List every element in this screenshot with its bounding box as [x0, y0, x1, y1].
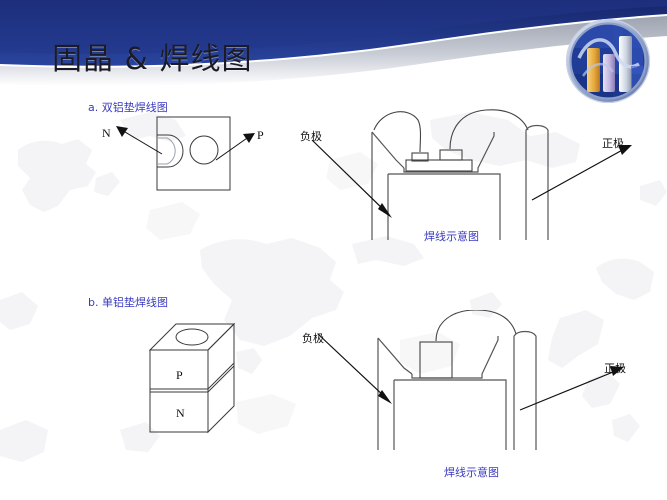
label-top-right-positive: 正极: [602, 137, 624, 150]
diagram-dual-pad-top-view: [116, 116, 255, 191]
page-title: 固晶 & 焊线图: [52, 42, 253, 77]
caption-top-left: a. 双铝垫焊线图: [88, 101, 168, 114]
caption-top-right: 焊线示意图: [424, 230, 479, 243]
label-top-right-negative: 负极: [300, 130, 322, 143]
diagram-single-pad-isometric: [148, 322, 236, 434]
label-top-left-p: P: [257, 128, 264, 142]
label-bottom-left-n: N: [176, 406, 185, 420]
diagram-wire-bond-cross-section-dual: [311, 109, 632, 240]
label-bottom-right-positive: 正极: [604, 362, 626, 375]
diagram-wire-bond-cross-section-single: [317, 310, 624, 450]
label-bottom-right-negative: 负极: [302, 332, 324, 345]
test-tubes-logo-icon: [565, 18, 651, 104]
caption-bottom-left: b. 单铝垫焊线图: [88, 296, 168, 309]
label-bottom-left-p: P: [176, 368, 183, 382]
caption-bottom-right: 焊线示意图: [444, 466, 499, 479]
label-top-left-n: N: [102, 126, 111, 140]
